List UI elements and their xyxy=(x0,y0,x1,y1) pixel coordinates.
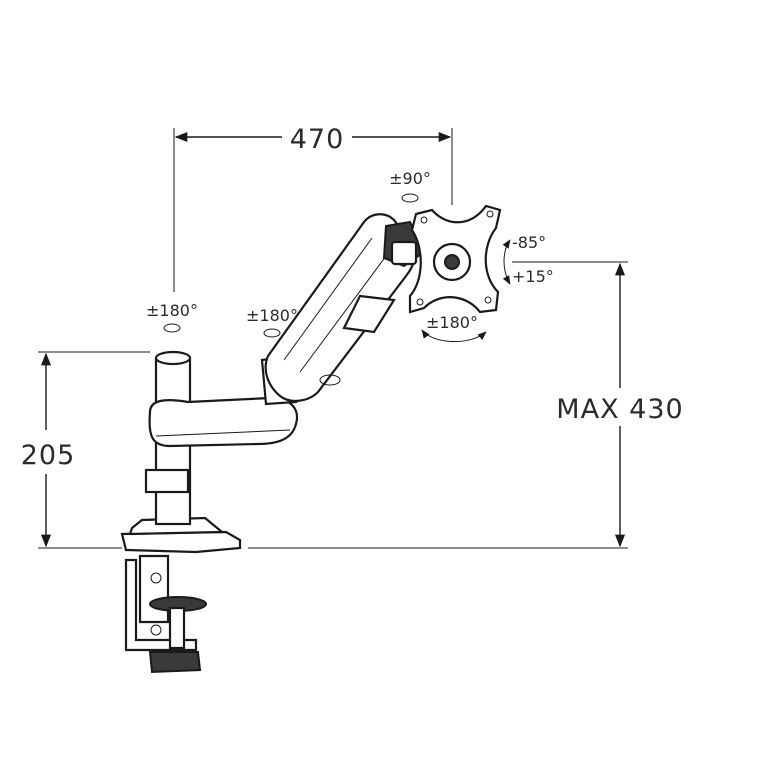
arm-joint-rotation-icon xyxy=(263,328,281,338)
arm-reach-value: 470 xyxy=(290,124,345,155)
clamp-foot xyxy=(148,651,202,674)
tilt-arc-icon xyxy=(502,239,511,285)
pole-base xyxy=(128,516,225,536)
vesa-rotation-icon xyxy=(421,329,487,343)
pole-cap xyxy=(154,350,192,366)
desk-clamp xyxy=(120,516,242,674)
rotation-vesa: ±180° xyxy=(421,313,487,343)
tilt-up-label: -85° xyxy=(512,233,546,252)
dimension-pole-height: 205 xyxy=(21,351,150,549)
rotation-swivel: ±90° xyxy=(389,169,431,203)
gas-spring-cover xyxy=(342,294,396,334)
vesa-hole-3 xyxy=(416,298,424,306)
tension-adjuster xyxy=(319,374,341,386)
label-backdrop xyxy=(552,392,688,424)
lower-arm-seam xyxy=(155,429,291,437)
gas-arm-edges xyxy=(283,237,393,373)
height-collar xyxy=(144,468,190,494)
vesa-plate xyxy=(408,204,502,314)
swivel-icon xyxy=(401,193,419,203)
vesa-hole-1 xyxy=(420,216,428,224)
gas-arm-body xyxy=(264,213,416,402)
arm-joint-rotation-label: ±180° xyxy=(246,306,298,325)
rotation-arm-joint: ±180° xyxy=(246,306,298,338)
upper-gas-arm xyxy=(264,213,416,402)
pole-rotation-icon xyxy=(163,323,181,333)
pole-rotation-label: ±180° xyxy=(146,301,198,320)
dimension-max-height: MAX 430 xyxy=(248,261,688,549)
clamp-top-plate xyxy=(120,530,242,554)
tilt-knuckle xyxy=(390,240,418,266)
vesa-center xyxy=(444,254,460,270)
clamp-bracket xyxy=(124,558,198,652)
vesa-hole-2 xyxy=(486,210,494,218)
vesa-hole-4 xyxy=(484,296,492,304)
vesa-rotation-label: ±180° xyxy=(426,313,478,332)
lower-arm-body xyxy=(148,396,299,448)
rotation-tilt: -85° +15° xyxy=(502,233,554,286)
rotation-pole: ±180° xyxy=(146,301,198,333)
clamp-screw xyxy=(168,606,186,650)
tilt-head xyxy=(382,220,426,268)
tilt-down-label: +15° xyxy=(512,267,554,286)
clamp-bolt-lower xyxy=(150,624,162,636)
max-height-value: MAX 430 xyxy=(556,394,683,425)
swivel-label: ±90° xyxy=(389,169,431,188)
dimension-arm-reach: 470 xyxy=(173,124,453,292)
clamp-bolt-upper xyxy=(150,572,162,584)
clamp-side-plate xyxy=(138,554,170,624)
pole-height-value: 205 xyxy=(21,440,76,471)
